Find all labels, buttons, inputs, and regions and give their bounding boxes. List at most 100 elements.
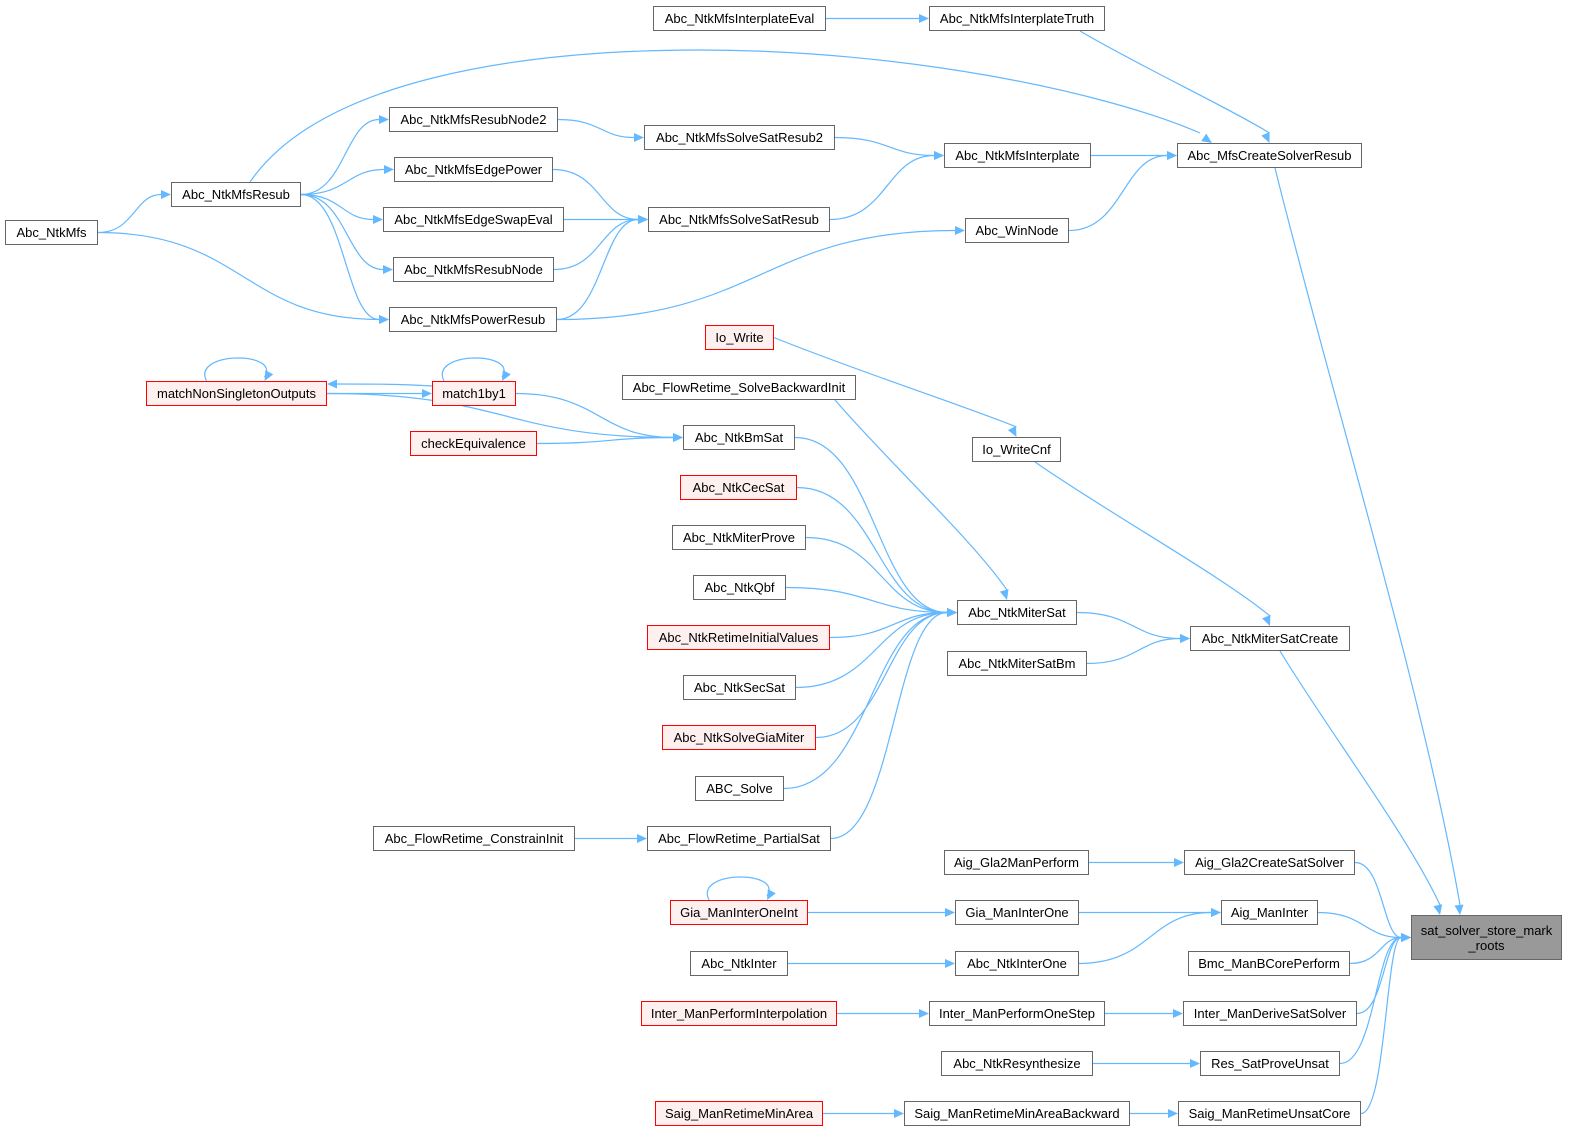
edge-match1by1-to-abc-ntk-bm-sat — [515, 392, 674, 439]
edge-abc-ntk-mfs-interplate-eval-to-abc-ntk-mfs-interplate-truth-arrowhead — [919, 14, 929, 23]
edge-abc-ntk-qbf-to-abc-ntk-miter-sat — [785, 586, 948, 614]
edge-abc-ntk-miter-prove-to-abc-ntk-miter-sat — [805, 536, 948, 614]
node-abc-ntk-miter-sat-bm[interactable]: Abc_NtkMiterSatBm — [947, 651, 1087, 676]
edge-abc-ntk-bm-sat-to-abc-ntk-miter-sat — [794, 436, 948, 614]
node-abc-ntk-bm-sat[interactable]: Abc_NtkBmSat — [683, 425, 795, 450]
node-abc-ntk-resynthesize[interactable]: Abc_NtkResynthesize — [941, 1051, 1093, 1076]
node-abc-ntk-mfs-interplate-truth[interactable]: Abc_NtkMfsInterplateTruth — [929, 6, 1105, 31]
edge-abc-ntk-mfs-power-resub-to-abc-win-node-arrowhead — [955, 226, 965, 235]
node-sat-solver-store-mark-roots[interactable]: sat_solver_store_mark _roots — [1411, 915, 1562, 960]
edge-abc-ntk-miter-sat-bm-to-abc-ntk-miter-sat-create-arrowhead — [1180, 634, 1190, 643]
node-gia-man-inter-one-int[interactable]: Gia_ManInterOneInt — [670, 900, 808, 925]
edge-abc-flow-retime-solve-backward-init-to-abc-ntk-miter-sat — [834, 399, 1008, 591]
edge-abc-ntk-solve-gia-miter-to-abc-ntk-miter-sat — [815, 611, 948, 739]
edge-aig-gla2man-perform-to-aig-gla2create-sat-solver-arrowhead — [1174, 858, 1184, 867]
node-abc-ntk-mfs-power-resub[interactable]: Abc_NtkMfsPowerResub — [389, 307, 557, 332]
node-inter-man-perform-one-step[interactable]: Inter_ManPerformOneStep — [929, 1001, 1105, 1026]
node-saig-man-retime-min-area-backward[interactable]: Saig_ManRetimeMinAreaBackward — [904, 1101, 1130, 1126]
edge-saig-man-retime-min-area-to-saig-man-retime-min-area-backward-arrowhead — [894, 1109, 904, 1118]
node-abc-ntk-mfs-resub-node2[interactable]: Abc_NtkMfsResubNode2 — [389, 107, 558, 132]
edge-abc-ntk-mfs-solve-sat-resub-to-abc-ntk-mfs-interplate-arrowhead — [934, 151, 944, 160]
edge-abc-ntk-mfs-resub-node-to-abc-ntk-mfs-solve-sat-resub — [553, 218, 639, 271]
edge-io-write-to-io-write-cnf — [773, 336, 1017, 428]
node-abc-flow-retime-partial-sat[interactable]: Abc_FlowRetime_PartialSat — [647, 826, 831, 851]
node-io-write-cnf[interactable]: Io_WriteCnf — [972, 437, 1061, 462]
node-aig-man-inter[interactable]: Aig_ManInter — [1221, 900, 1318, 925]
node-check-equivalence[interactable]: checkEquivalence — [410, 431, 537, 456]
node-abc-flow-retime-solve-backward-init[interactable]: Abc_FlowRetime_SolveBackwardInit — [622, 375, 856, 400]
node-abc-ntk-mfs-interplate[interactable]: Abc_NtkMfsInterplate — [944, 143, 1091, 168]
node-abc-ntk-solve-gia-miter[interactable]: Abc_NtkSolveGiaMiter — [662, 725, 816, 750]
edge-abc-win-node-to-abc-mfs-create-solver-resub-arrowhead — [1167, 151, 1177, 160]
edge-abc-ntk-inter-one-to-aig-man-inter — [1078, 911, 1212, 965]
edge-inter-man-perform-one-step-to-inter-man-derive-sat-solver-arrowhead — [1173, 1009, 1183, 1018]
edge-abc-ntk-resynthesize-to-res-sat-prove-unsat-arrowhead — [1190, 1059, 1200, 1068]
edge-io-write-to-io-write-cnf-arrowhead — [1007, 426, 1017, 437]
node-io-write[interactable]: Io_Write — [705, 325, 774, 350]
edge-match-non-singleton-outputs-to-match-non-singleton-outputs — [204, 357, 268, 382]
edge-gia-man-inter-one-int-to-gia-man-inter-one-int — [706, 876, 770, 901]
edge-abc-ntk-miter-sat-create-to-sat-solver-store-mark-roots-arrowhead — [1433, 904, 1443, 915]
edge-abc-flow-retime-constrain-init-to-abc-flow-retime-partial-sat-arrowhead — [637, 834, 647, 843]
node-abc-ntk-qbf[interactable]: Abc_NtkQbf — [693, 575, 786, 600]
edge-abc-ntk-mfs-resub-to-abc-ntk-mfs-edge-swap-eval — [300, 193, 374, 221]
node-gia-man-inter-one[interactable]: Gia_ManInterOne — [955, 900, 1079, 925]
edge-match-non-singleton-outputs-to-abc-ntk-bm-sat — [326, 392, 674, 439]
edge-abc-ntk-mfs-to-abc-ntk-mfs-resub — [97, 193, 162, 234]
edge-abc-mfs-create-solver-resub-to-sat-solver-store-mark-roots — [1274, 167, 1461, 906]
edge-abc-ntk-sec-sat-to-abc-ntk-miter-sat — [795, 611, 948, 689]
node-match-non-singleton-outputs[interactable]: matchNonSingletonOutputs — [146, 381, 327, 406]
edge-abc-ntk-miter-sat-bm-to-abc-ntk-miter-sat-create — [1086, 637, 1181, 665]
edge-match1by1-to-match1by1-arrowhead — [502, 370, 511, 381]
node-match1by1[interactable]: match1by1 — [432, 381, 516, 406]
edge-aig-man-inter-to-sat-solver-store-mark-roots — [1317, 911, 1402, 939]
edge-abc-ntk-mfs-resub-to-abc-ntk-mfs-resub-node-arrowhead — [383, 265, 393, 274]
node-abc-ntk-mfs-solve-sat-resub2[interactable]: Abc_NtkMfsSolveSatResub2 — [644, 125, 835, 150]
node-abc-mfs-create-solver-resub[interactable]: Abc_MfsCreateSolverResub — [1177, 143, 1362, 168]
node-abc-ntk-inter-one[interactable]: Abc_NtkInterOne — [955, 951, 1079, 976]
node-abc-ntk-inter[interactable]: Abc_NtkInter — [690, 951, 788, 976]
edge-saig-man-retime-min-area-backward-to-saig-man-retime-unsat-core-arrowhead — [1168, 1109, 1178, 1118]
node-abc-solve[interactable]: ABC_Solve — [695, 776, 784, 801]
node-abc-ntk-miter-sat[interactable]: Abc_NtkMiterSat — [957, 600, 1077, 625]
node-abc-ntk-mfs-resub[interactable]: Abc_NtkMfsResub — [171, 182, 301, 207]
edge-abc-ntk-cec-sat-to-abc-ntk-miter-sat — [796, 486, 948, 614]
edge-match1by1-to-match1by1 — [441, 357, 505, 382]
node-abc-ntk-mfs[interactable]: Abc_NtkMfs — [5, 220, 98, 245]
node-saig-man-retime-min-area[interactable]: Saig_ManRetimeMinArea — [655, 1101, 823, 1126]
node-abc-ntk-mfs-solve-sat-resub[interactable]: Abc_NtkMfsSolveSatResub — [648, 207, 830, 232]
node-res-sat-prove-unsat[interactable]: Res_SatProveUnsat — [1200, 1051, 1340, 1076]
node-aig-gla2create-sat-solver[interactable]: Aig_Gla2CreateSatSolver — [1184, 850, 1355, 875]
edge-gia-man-inter-one-int-to-gia-man-inter-one-arrowhead — [945, 908, 955, 917]
edge-abc-solve-to-abc-ntk-miter-sat — [783, 611, 948, 790]
node-abc-ntk-miter-prove[interactable]: Abc_NtkMiterProve — [672, 525, 806, 550]
node-abc-ntk-mfs-resub-node[interactable]: Abc_NtkMfsResubNode — [393, 257, 554, 282]
node-abc-ntk-cec-sat[interactable]: Abc_NtkCecSat — [680, 475, 797, 500]
edge-abc-ntk-mfs-resub-node2-to-abc-ntk-mfs-solve-sat-resub2 — [557, 118, 635, 139]
edge-abc-flow-retime-partial-sat-to-abc-ntk-miter-sat-arrowhead — [947, 608, 957, 617]
edge-abc-ntk-mfs-power-resub-to-abc-win-node — [556, 229, 956, 321]
edge-abc-ntk-mfs-to-abc-ntk-mfs-power-resub — [97, 231, 380, 321]
node-abc-flow-retime-constrain-init[interactable]: Abc_FlowRetime_ConstrainInit — [373, 826, 575, 851]
node-abc-ntk-miter-sat-create[interactable]: Abc_NtkMiterSatCreate — [1190, 626, 1350, 651]
edge-abc-ntk-inter-one-to-aig-man-inter-arrowhead — [1211, 908, 1221, 917]
node-abc-ntk-mfs-interplate-eval[interactable]: Abc_NtkMfsInterplateEval — [653, 6, 826, 31]
edge-abc-ntk-mfs-power-resub-to-abc-ntk-mfs-solve-sat-resub-arrowhead — [638, 215, 648, 224]
edge-match-non-singleton-outputs-to-match1by1-arrowhead — [422, 389, 432, 398]
node-inter-man-perform-interpolation[interactable]: Inter_ManPerformInterpolation — [641, 1001, 837, 1026]
edge-abc-flow-retime-solve-backward-init-to-abc-ntk-miter-sat-arrowhead — [999, 589, 1009, 600]
node-bmc-man-bcore-perform[interactable]: Bmc_ManBCorePerform — [1188, 951, 1350, 976]
node-saig-man-retime-unsat-core[interactable]: Saig_ManRetimeUnsatCore — [1178, 1101, 1361, 1126]
node-aig-gla2man-perform[interactable]: Aig_Gla2ManPerform — [944, 850, 1089, 875]
node-abc-ntk-retime-initial-values[interactable]: Abc_NtkRetimeInitialValues — [647, 625, 830, 650]
node-abc-ntk-mfs-edge-swap-eval[interactable]: Abc_NtkMfsEdgeSwapEval — [383, 207, 564, 232]
node-inter-man-derive-sat-solver[interactable]: Inter_ManDeriveSatSolver — [1183, 1001, 1357, 1026]
node-abc-win-node[interactable]: Abc_WinNode — [965, 218, 1069, 243]
edge-abc-ntk-mfs-resub-to-abc-ntk-mfs-resub-node2-arrowhead — [379, 115, 389, 124]
node-abc-ntk-mfs-edge-power[interactable]: Abc_NtkMfsEdgePower — [394, 157, 553, 182]
edge-abc-ntk-mfs-power-resub-to-abc-ntk-mfs-solve-sat-resub — [556, 218, 639, 321]
edge-abc-ntk-mfs-resub-to-abc-ntk-mfs-edge-power-arrowhead — [384, 165, 394, 174]
edge-match1by1-to-match-non-singleton-outputs-arrowhead — [327, 379, 337, 389]
edge-abc-mfs-create-solver-resub-to-sat-solver-store-mark-roots-arrowhead — [1454, 904, 1464, 915]
node-abc-ntk-sec-sat[interactable]: Abc_NtkSecSat — [683, 675, 796, 700]
